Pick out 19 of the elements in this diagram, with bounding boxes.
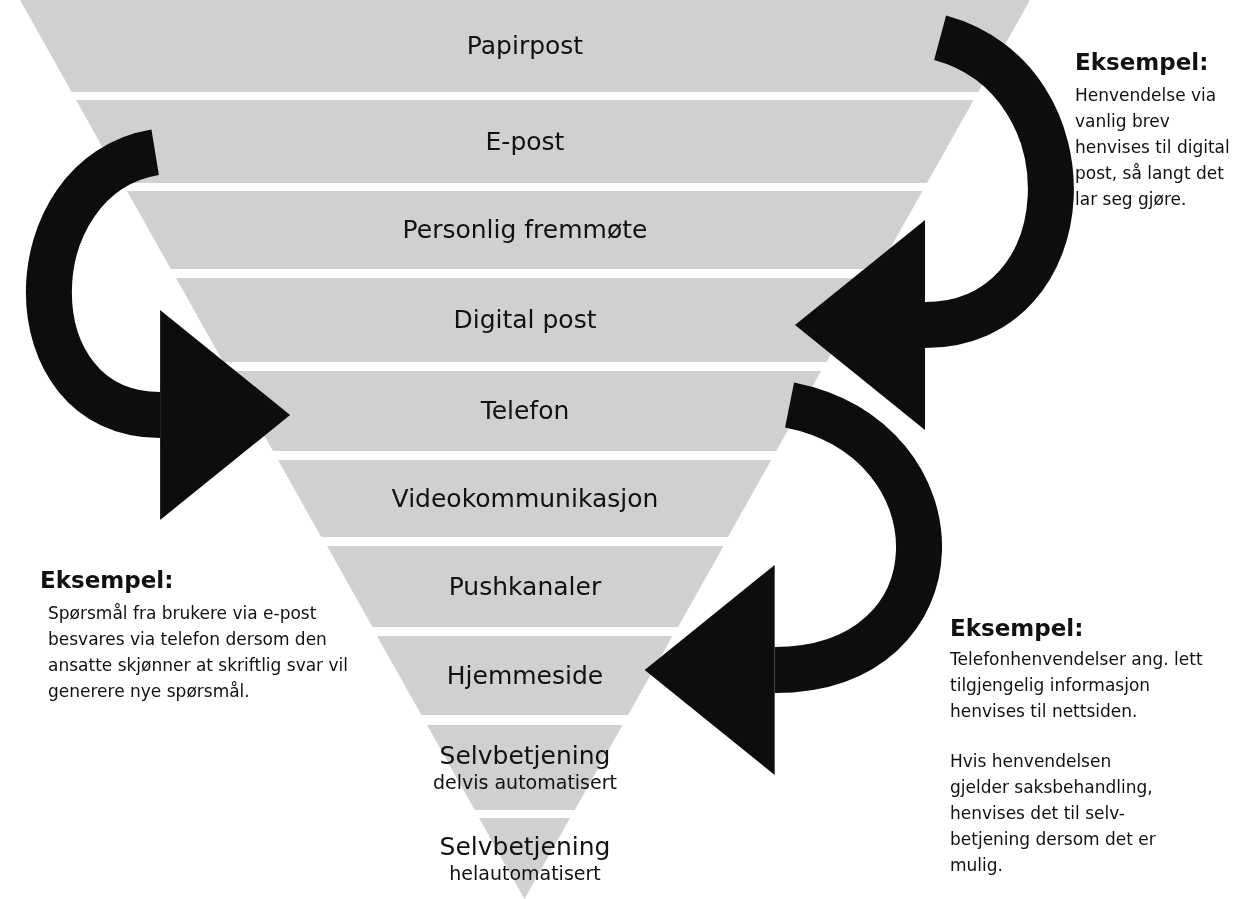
channel-label: Telefon <box>480 396 570 426</box>
channel-label: Pushkanaler <box>448 571 602 602</box>
channel-label: Papirpost <box>466 31 584 61</box>
example-text: Spørsmål fra brukere via e-post besvares via telefon dersom den ansatte skjønner at skriftlig svar vil generere nye spørsmål. <box>48 602 349 703</box>
channel-label: Selvbetjening <box>439 831 611 862</box>
channel-label: Hjemmeside <box>446 660 604 691</box>
channel-label: E-post <box>485 126 565 157</box>
example-text: Hvis henvendelsen gjelder saksbehandling, henvises det til selv-betjening dersom det er mulig. <box>950 750 1157 877</box>
channel-label: Videokommunikasjon <box>391 483 659 514</box>
example-text: Telefonhenvendelser ang. lett tilgjengelig informasjon henvises til nettsiden. <box>950 648 1204 723</box>
channel-sublabel: delvis automatisert <box>433 770 617 795</box>
example-text: Henvendelse via vanlig brev henvises til digital post, så langt det lar seg gjøre. <box>1075 84 1231 211</box>
channel-label: Selvbetjening <box>439 740 611 771</box>
channel-label: Digital post <box>453 305 597 335</box>
example-heading: Eksempel: <box>40 566 175 595</box>
channel-label: Personlig fremmøte <box>402 215 648 245</box>
example-heading: Eksempel: <box>1075 48 1210 77</box>
example-heading: Eksempel: <box>950 614 1085 643</box>
channel-sublabel: helautomatisert <box>449 861 601 886</box>
